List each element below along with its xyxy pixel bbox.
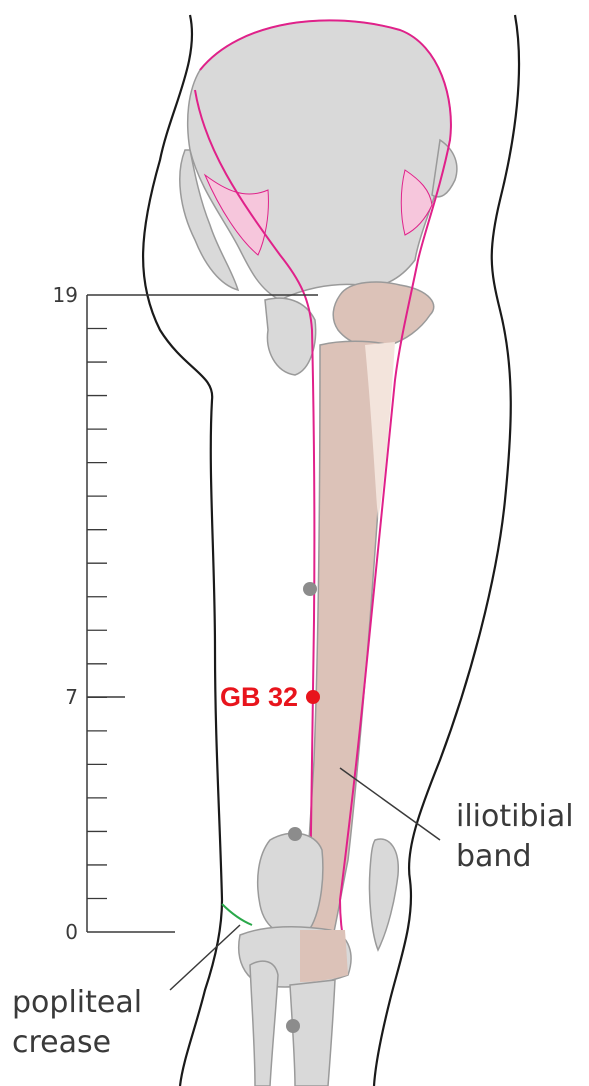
femoral-condyle — [258, 833, 323, 936]
popliteal-label-line2: crease — [12, 1025, 111, 1060]
popliteal-leader — [170, 925, 240, 990]
tibia-shaft — [290, 980, 335, 1086]
scale-label-0: 0 — [65, 920, 78, 944]
popliteal-crease-mark — [222, 904, 252, 925]
iliotibial-label-line1: iliotibial — [456, 799, 574, 834]
ischium-bone — [265, 298, 316, 375]
pelvis-bone — [188, 20, 451, 300]
scale-minor-ticks — [87, 329, 107, 899]
fibula — [250, 961, 278, 1086]
popliteal-label-line1: popliteal — [12, 985, 142, 1020]
iliotibial-label-line2: band — [456, 839, 531, 874]
acupoint-dot-lower — [288, 827, 302, 841]
scale-label-19: 19 — [53, 283, 78, 307]
iliotibial-band-insertion — [300, 930, 348, 982]
patella — [369, 839, 398, 950]
iliotibial-leader — [340, 768, 440, 840]
gb32-point — [306, 690, 320, 704]
acupoint-dot-upper — [303, 582, 317, 596]
gb32-label: GB 32 — [220, 682, 298, 712]
greater-trochanter — [333, 282, 434, 347]
scale-label-7: 7 — [65, 685, 78, 709]
acupoint-dot-shin — [286, 1019, 300, 1033]
